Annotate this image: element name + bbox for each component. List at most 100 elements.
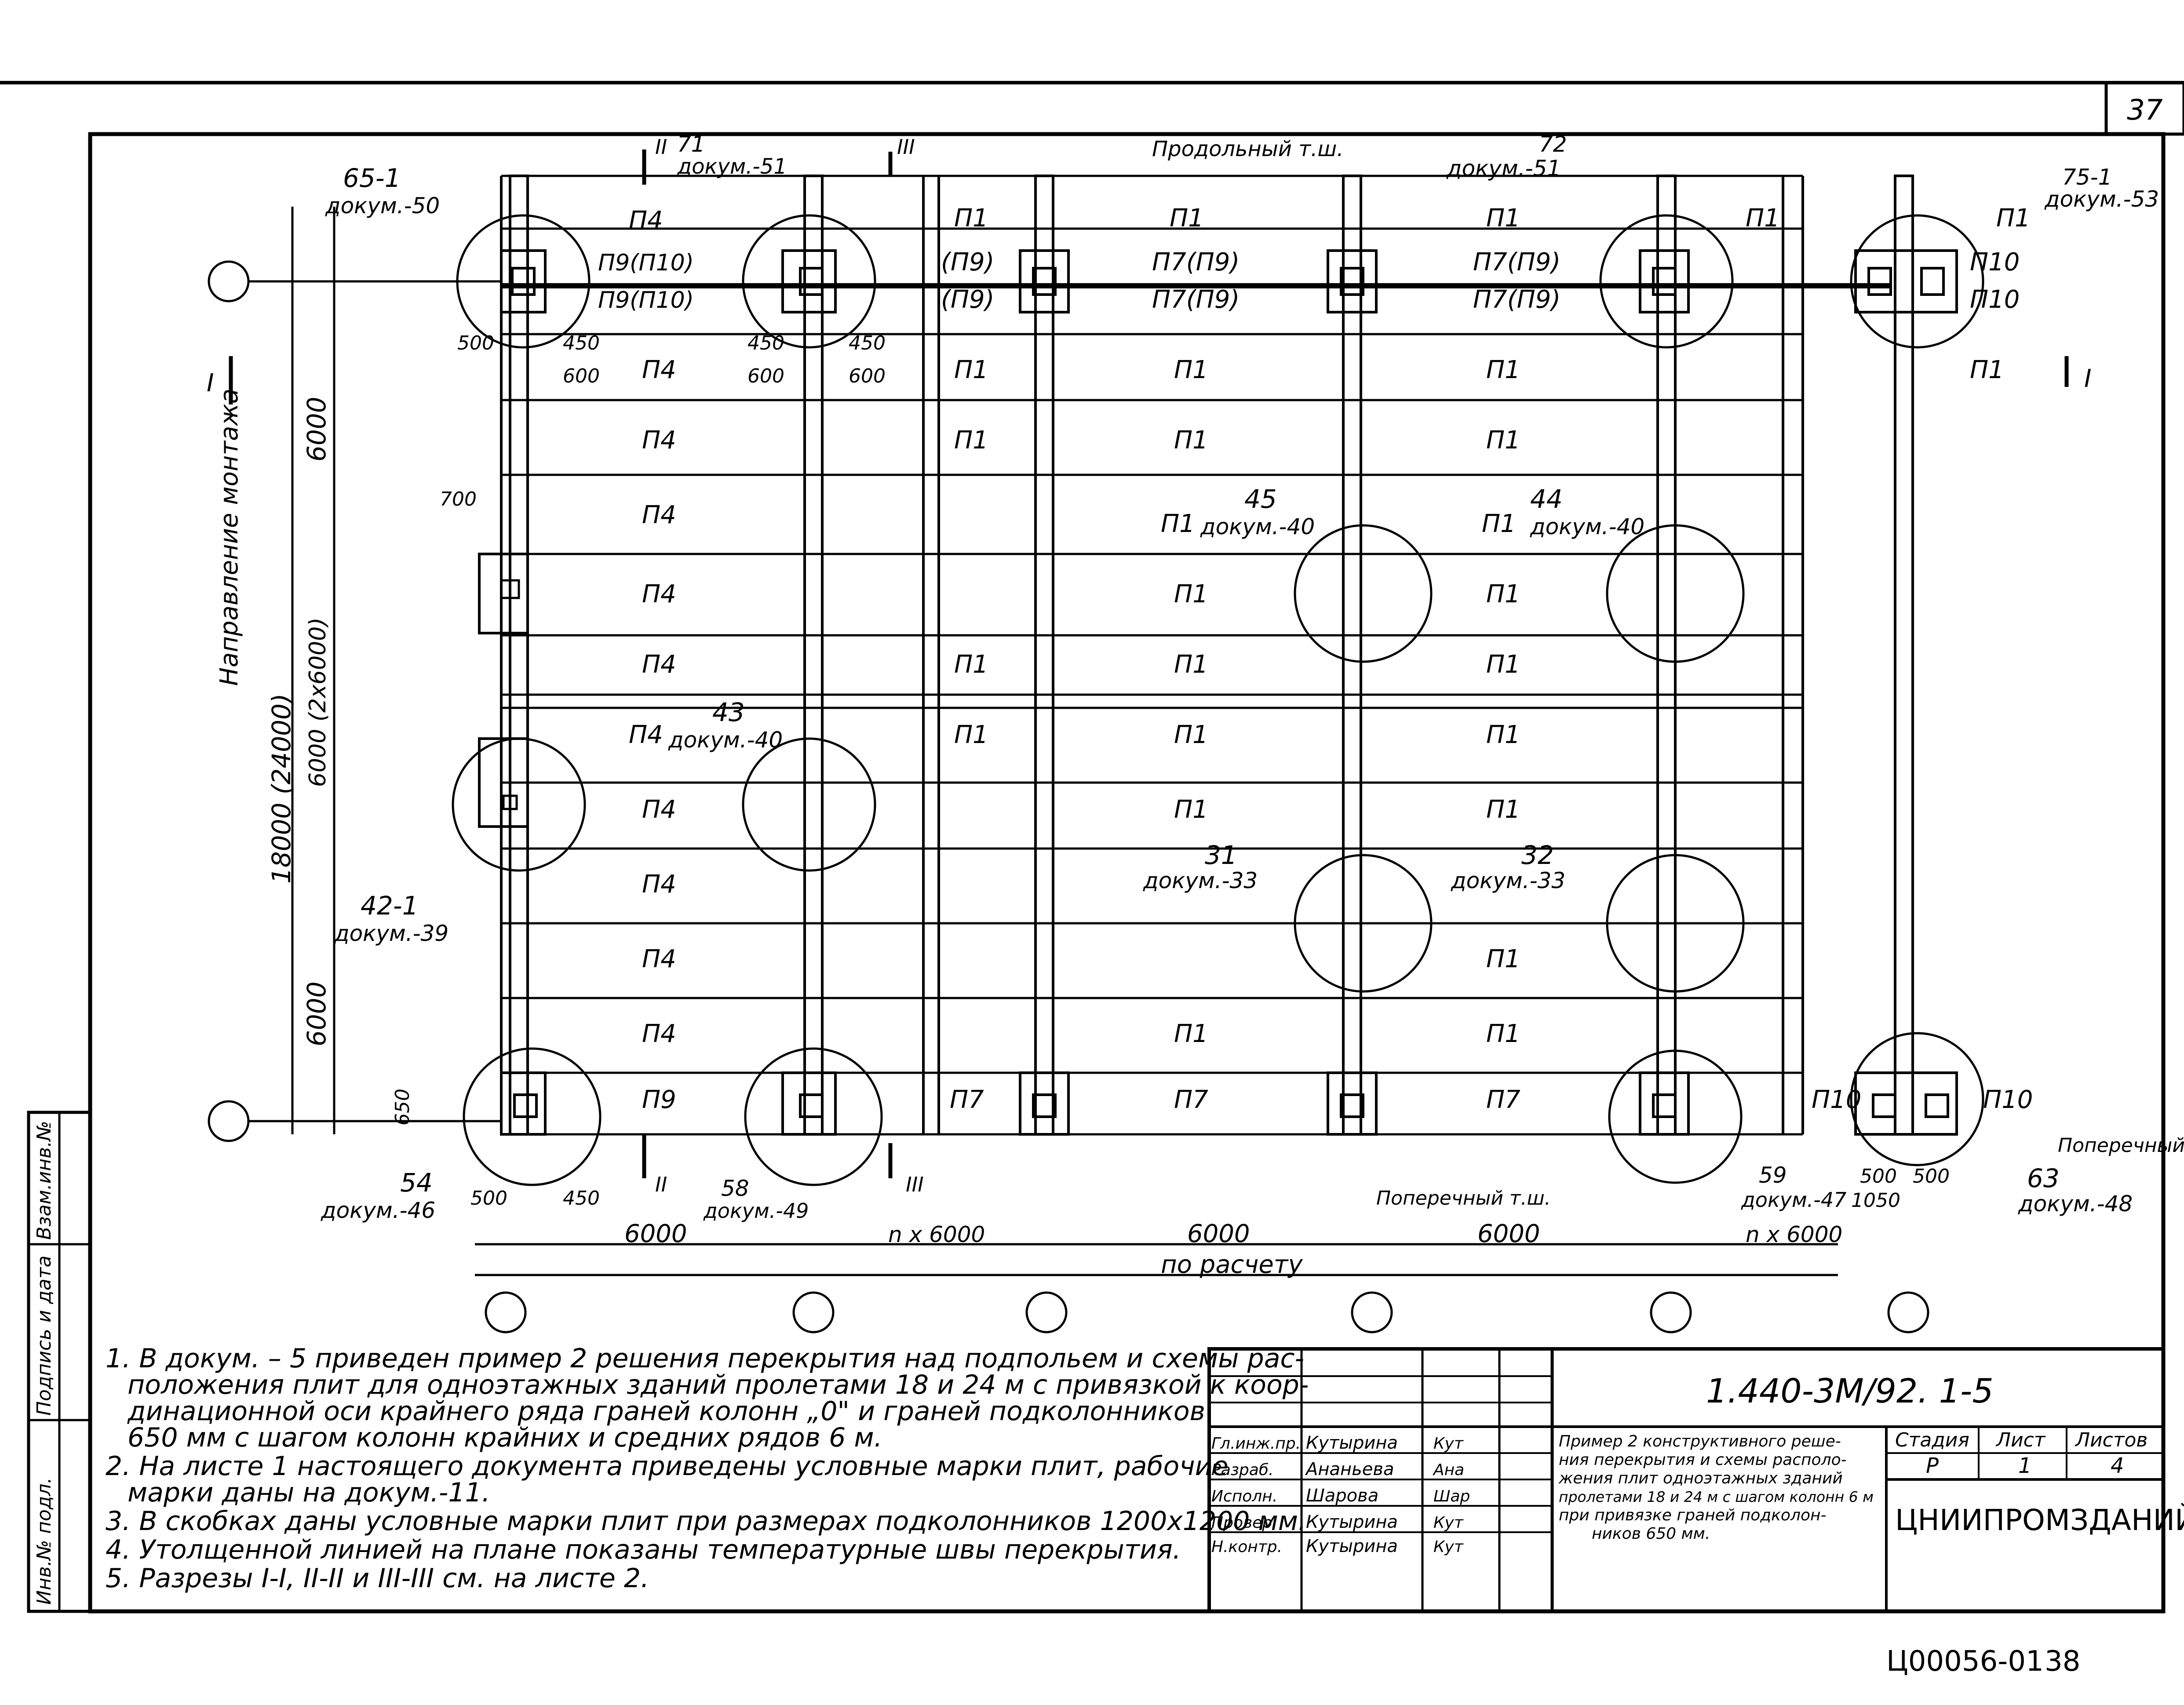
callout-72-doc: докум.-51 xyxy=(1446,156,1561,181)
dim-1050: 1050 xyxy=(1851,1189,1900,1212)
dim-500: 500 xyxy=(457,332,494,354)
callout-72-num: 72 xyxy=(1539,131,1567,157)
slab-label: П1 xyxy=(1486,356,1520,384)
tb-sign: Ана xyxy=(1433,1461,1464,1479)
callout-75-1-num: 75-1 xyxy=(2062,164,2112,190)
section-mark-3-bottom: III xyxy=(906,1173,924,1196)
slab-label: П1 xyxy=(1486,650,1520,679)
note-line: марки даны на докум.-11. xyxy=(128,1477,490,1508)
dim-h-2: n x 6000 xyxy=(888,1222,985,1247)
callout-32-doc: докум.-33 xyxy=(1451,868,1565,893)
slab-label: П1 xyxy=(1486,204,1520,233)
organization-name: ЦНИИПРОМЗДАНИЙ xyxy=(1895,1503,2184,1537)
title-block xyxy=(1207,1347,2165,1613)
dim-600-c: 600 xyxy=(849,365,886,387)
slab-label: П7(П9) xyxy=(1473,248,1561,277)
slab-label: П10 xyxy=(1970,248,2020,277)
slab-label: П4 xyxy=(642,356,676,384)
slab-label: П7 xyxy=(950,1086,984,1114)
callout-58-doc: докум.-49 xyxy=(703,1199,809,1223)
tb-sheet-value: 1 xyxy=(2018,1454,2032,1478)
slab-label: П10 xyxy=(1812,1086,1861,1114)
slab-label: П9(П10) xyxy=(598,287,694,313)
slab-label: П4 xyxy=(642,501,676,529)
dim-h-3: 6000 xyxy=(1187,1220,1250,1248)
slab-label: П1 xyxy=(1174,580,1208,608)
tb-sign: Кут xyxy=(1433,1435,1464,1453)
callout-75-1-doc: докум.-53 xyxy=(2044,186,2159,212)
stamp-sign-date: Подпись и дата xyxy=(33,1256,55,1416)
slab-label: П1 xyxy=(1486,945,1520,973)
tb-stage-header: Стадия xyxy=(1895,1429,1969,1451)
slab-label: П1 xyxy=(1486,795,1520,824)
slab-label: П1 xyxy=(1174,650,1208,679)
slab-label: П1 xyxy=(1486,580,1520,608)
slab-label: П4 xyxy=(642,650,676,679)
tb-title-line: жения плит одноэтажных зданий xyxy=(1558,1469,1843,1487)
slab-label: П1 xyxy=(1746,204,1780,233)
plan-labels: 65-1 докум.-50 71 докум.-51 72 докум.-51… xyxy=(207,131,2184,1279)
slab-label: П1 xyxy=(954,426,988,455)
slab-label: П1 xyxy=(1174,721,1208,749)
callout-42-1-num: 42-1 xyxy=(361,891,419,921)
tb-name: Кутырина xyxy=(1306,1512,1398,1532)
tb-sign: Кут xyxy=(1433,1514,1464,1532)
section-mark-1-left: I xyxy=(207,369,214,397)
callout-44-doc: докум.-40 xyxy=(1530,514,1644,539)
stamp-replace-inv: Взам.инв.№ xyxy=(33,1121,55,1240)
tb-name: Шарова xyxy=(1306,1486,1378,1506)
sheet-number: 37 xyxy=(2127,94,2163,127)
slab-label: П9 xyxy=(642,1086,676,1114)
dim-h-5: 6000 xyxy=(1477,1220,1540,1248)
slab-label: П1 xyxy=(1970,356,2004,384)
joint-transverse-1: Поперечный т.ш. xyxy=(1376,1187,1551,1210)
tb-role: Исполн. xyxy=(1211,1487,1277,1505)
dim-500-b: 500 xyxy=(470,1187,507,1210)
slab-label: П1 xyxy=(1482,510,1516,538)
tb-role: Провер. xyxy=(1211,1514,1277,1532)
callout-43-doc: докум.-40 xyxy=(668,727,783,753)
dim-h-6: n x 6000 xyxy=(1746,1222,1842,1247)
tb-sheet-header: Лист xyxy=(1995,1429,2046,1451)
section-mark-1-right: I xyxy=(2084,364,2092,393)
callout-59-num: 59 xyxy=(1759,1162,1787,1188)
slab-label: П7(П9) xyxy=(1473,285,1561,314)
slab-label: П1 xyxy=(1174,356,1208,384)
note-line: 1. В докум. – 5 приведен пример 2 решени… xyxy=(106,1343,1304,1374)
slab-label: П10 xyxy=(1970,285,2020,314)
mount-direction: Направление монтажа xyxy=(215,389,244,686)
callout-63-num: 63 xyxy=(2027,1163,2060,1193)
callout-65-1-num: 65-1 xyxy=(343,163,401,193)
drawing-frame xyxy=(88,132,2166,1614)
slab-label: П1 xyxy=(954,204,988,233)
dim-h-4: по расчету xyxy=(1161,1250,1303,1279)
tb-role: Разраб. xyxy=(1211,1461,1273,1479)
slab-label: П4 xyxy=(642,870,676,899)
tb-title-line: ния перекрытия и схемы располо- xyxy=(1559,1451,1847,1469)
dim-600-a: 600 xyxy=(563,365,600,387)
joint-longitudinal: Продольный т.ш. xyxy=(1152,137,1344,161)
dim-450-d: 450 xyxy=(563,1187,600,1210)
note-line: 2. На листе 1 настоящего документа приве… xyxy=(106,1451,1229,1482)
slab-label: П7 xyxy=(1174,1086,1208,1114)
slab-label: П9(П10) xyxy=(598,250,694,276)
callout-63-doc: докум.-48 xyxy=(2018,1191,2133,1217)
dim-500-d: 500 xyxy=(1913,1165,1950,1188)
tb-stage-value: Р xyxy=(1926,1454,1939,1478)
note-line: 4. Утолщенной линией на плане показаны т… xyxy=(106,1534,1181,1565)
note-line: положения плит для одноэтажных зданий пр… xyxy=(128,1370,1309,1400)
slab-label: П4 xyxy=(629,206,663,235)
callout-58-num: 58 xyxy=(721,1176,749,1201)
dim-h-1: 6000 xyxy=(624,1220,687,1248)
tb-name: Кутырина xyxy=(1306,1433,1398,1453)
callout-42-1-doc: докум.-39 xyxy=(334,921,448,946)
slab-label: П1 xyxy=(1174,1020,1208,1048)
dim-450-a: 450 xyxy=(563,332,600,354)
slab-label: П1 xyxy=(954,650,988,679)
callout-54-num: 54 xyxy=(400,1168,433,1198)
slab-label: П1 xyxy=(954,356,988,384)
tb-title-line: при привязке граней подколон- xyxy=(1559,1506,1827,1524)
dim-450-c: 450 xyxy=(849,332,886,354)
